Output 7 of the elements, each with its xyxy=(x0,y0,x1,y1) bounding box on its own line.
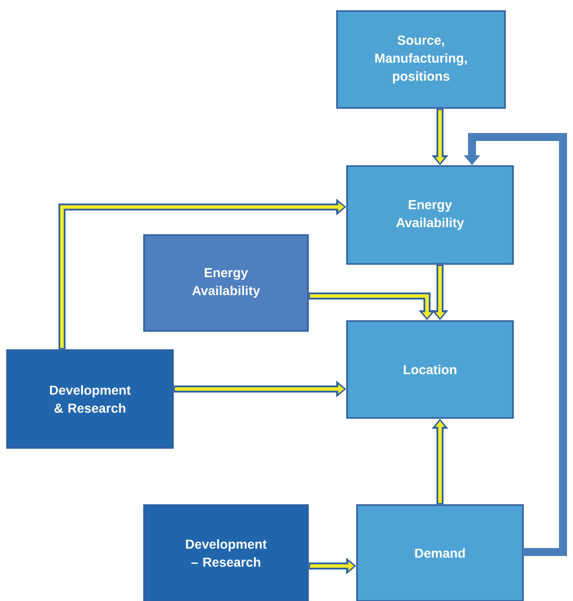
process-box: Energy Availability xyxy=(346,165,514,265)
process-box: Demand xyxy=(356,504,524,601)
process-box: Energy Availability xyxy=(143,234,309,332)
process-box: Development – Research xyxy=(143,504,309,601)
process-box: Development & Research xyxy=(6,349,174,449)
process-box: Location xyxy=(346,320,514,419)
process-box: Source, Manufacturing, positions xyxy=(336,10,506,109)
